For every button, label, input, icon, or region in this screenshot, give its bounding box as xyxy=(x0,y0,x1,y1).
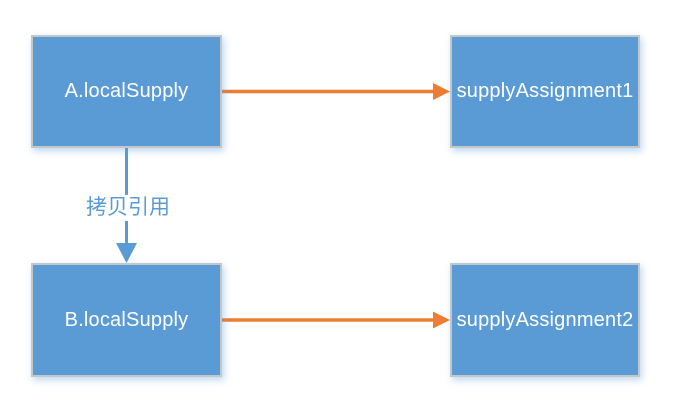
node-supplyassignment2: supplyAssignment2 xyxy=(450,263,640,377)
arrowhead-right-icon xyxy=(433,311,450,329)
edge-a-to-assignment1 xyxy=(222,83,450,100)
edge-label-copy-reference: 拷贝引用 xyxy=(83,194,173,222)
node-label: supplyAssignment2 xyxy=(456,308,634,331)
node-label: supplyAssignment1 xyxy=(456,80,634,102)
node-label: B.localSupply xyxy=(64,308,189,331)
node-supplyassignment1: supplyAssignment1 xyxy=(450,35,640,148)
edge-b-to-assignment2 xyxy=(222,311,450,329)
arrowhead-right-icon xyxy=(433,83,450,100)
arrowhead-down-icon xyxy=(116,243,137,263)
node-b-localsupply: B.localSupply xyxy=(31,263,222,377)
node-label: A.localSupply xyxy=(64,80,189,102)
node-a-localsupply: A.localSupply xyxy=(31,35,222,148)
